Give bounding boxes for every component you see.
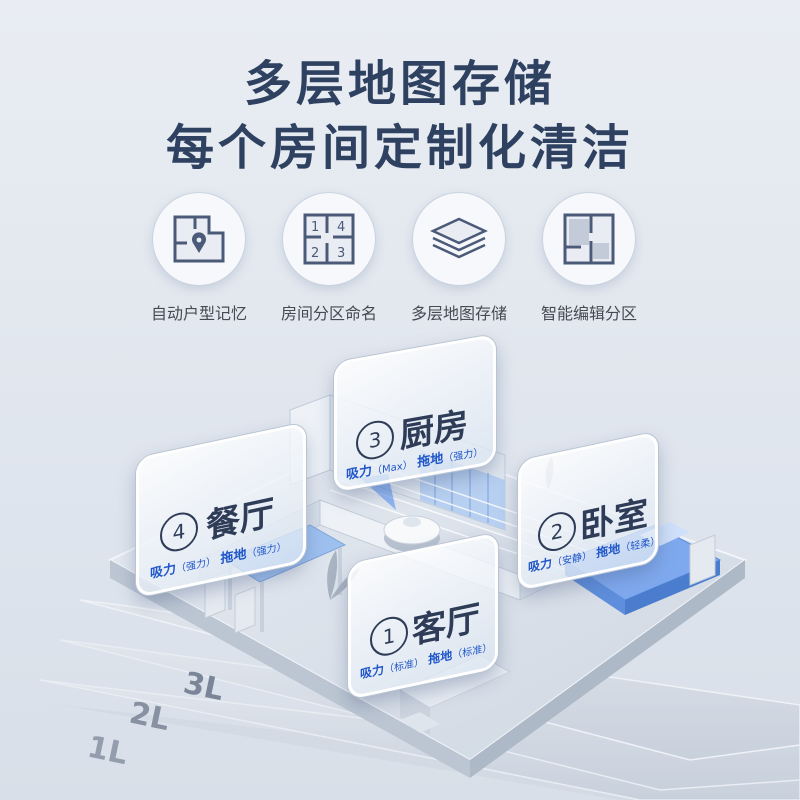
- room-digit: 2: [311, 246, 319, 261]
- feature-edit-partition: 智能编辑分区: [524, 192, 654, 324]
- feature-label: 多层地图存储: [410, 304, 507, 323]
- feature-room-naming: 1 4 2 3 房间分区命名: [264, 192, 394, 324]
- mop-mode: 强力: [453, 448, 474, 464]
- room-digit: 3: [337, 246, 345, 261]
- room-digit: 1: [311, 220, 319, 235]
- feature-auto-memory: 自动户型记忆: [134, 192, 264, 324]
- level-label-1l: 1L: [84, 730, 130, 773]
- feature-label: 房间分区命名: [280, 304, 377, 323]
- feature-multi-floor: 多层地图存储: [394, 192, 524, 324]
- floorplan-pin-icon: [152, 192, 246, 286]
- level-label-2l: 2L: [126, 696, 172, 739]
- level-label-3l: 3L: [180, 666, 226, 709]
- room-digit: 4: [337, 220, 345, 235]
- feature-label: 自动户型记忆: [150, 304, 247, 323]
- suction-mode: Max: [382, 461, 403, 476]
- room-partition-icon: [542, 192, 636, 286]
- room-numbering-icon: 1 4 2 3: [282, 192, 376, 286]
- headline-line-1: 多层地图存储: [243, 56, 556, 112]
- layers-icon: [412, 192, 506, 286]
- feature-label: 智能编辑分区: [540, 304, 637, 323]
- headline-line-2: 每个房间定制化清洁: [165, 120, 634, 176]
- robot-vacuum: [360, 474, 441, 552]
